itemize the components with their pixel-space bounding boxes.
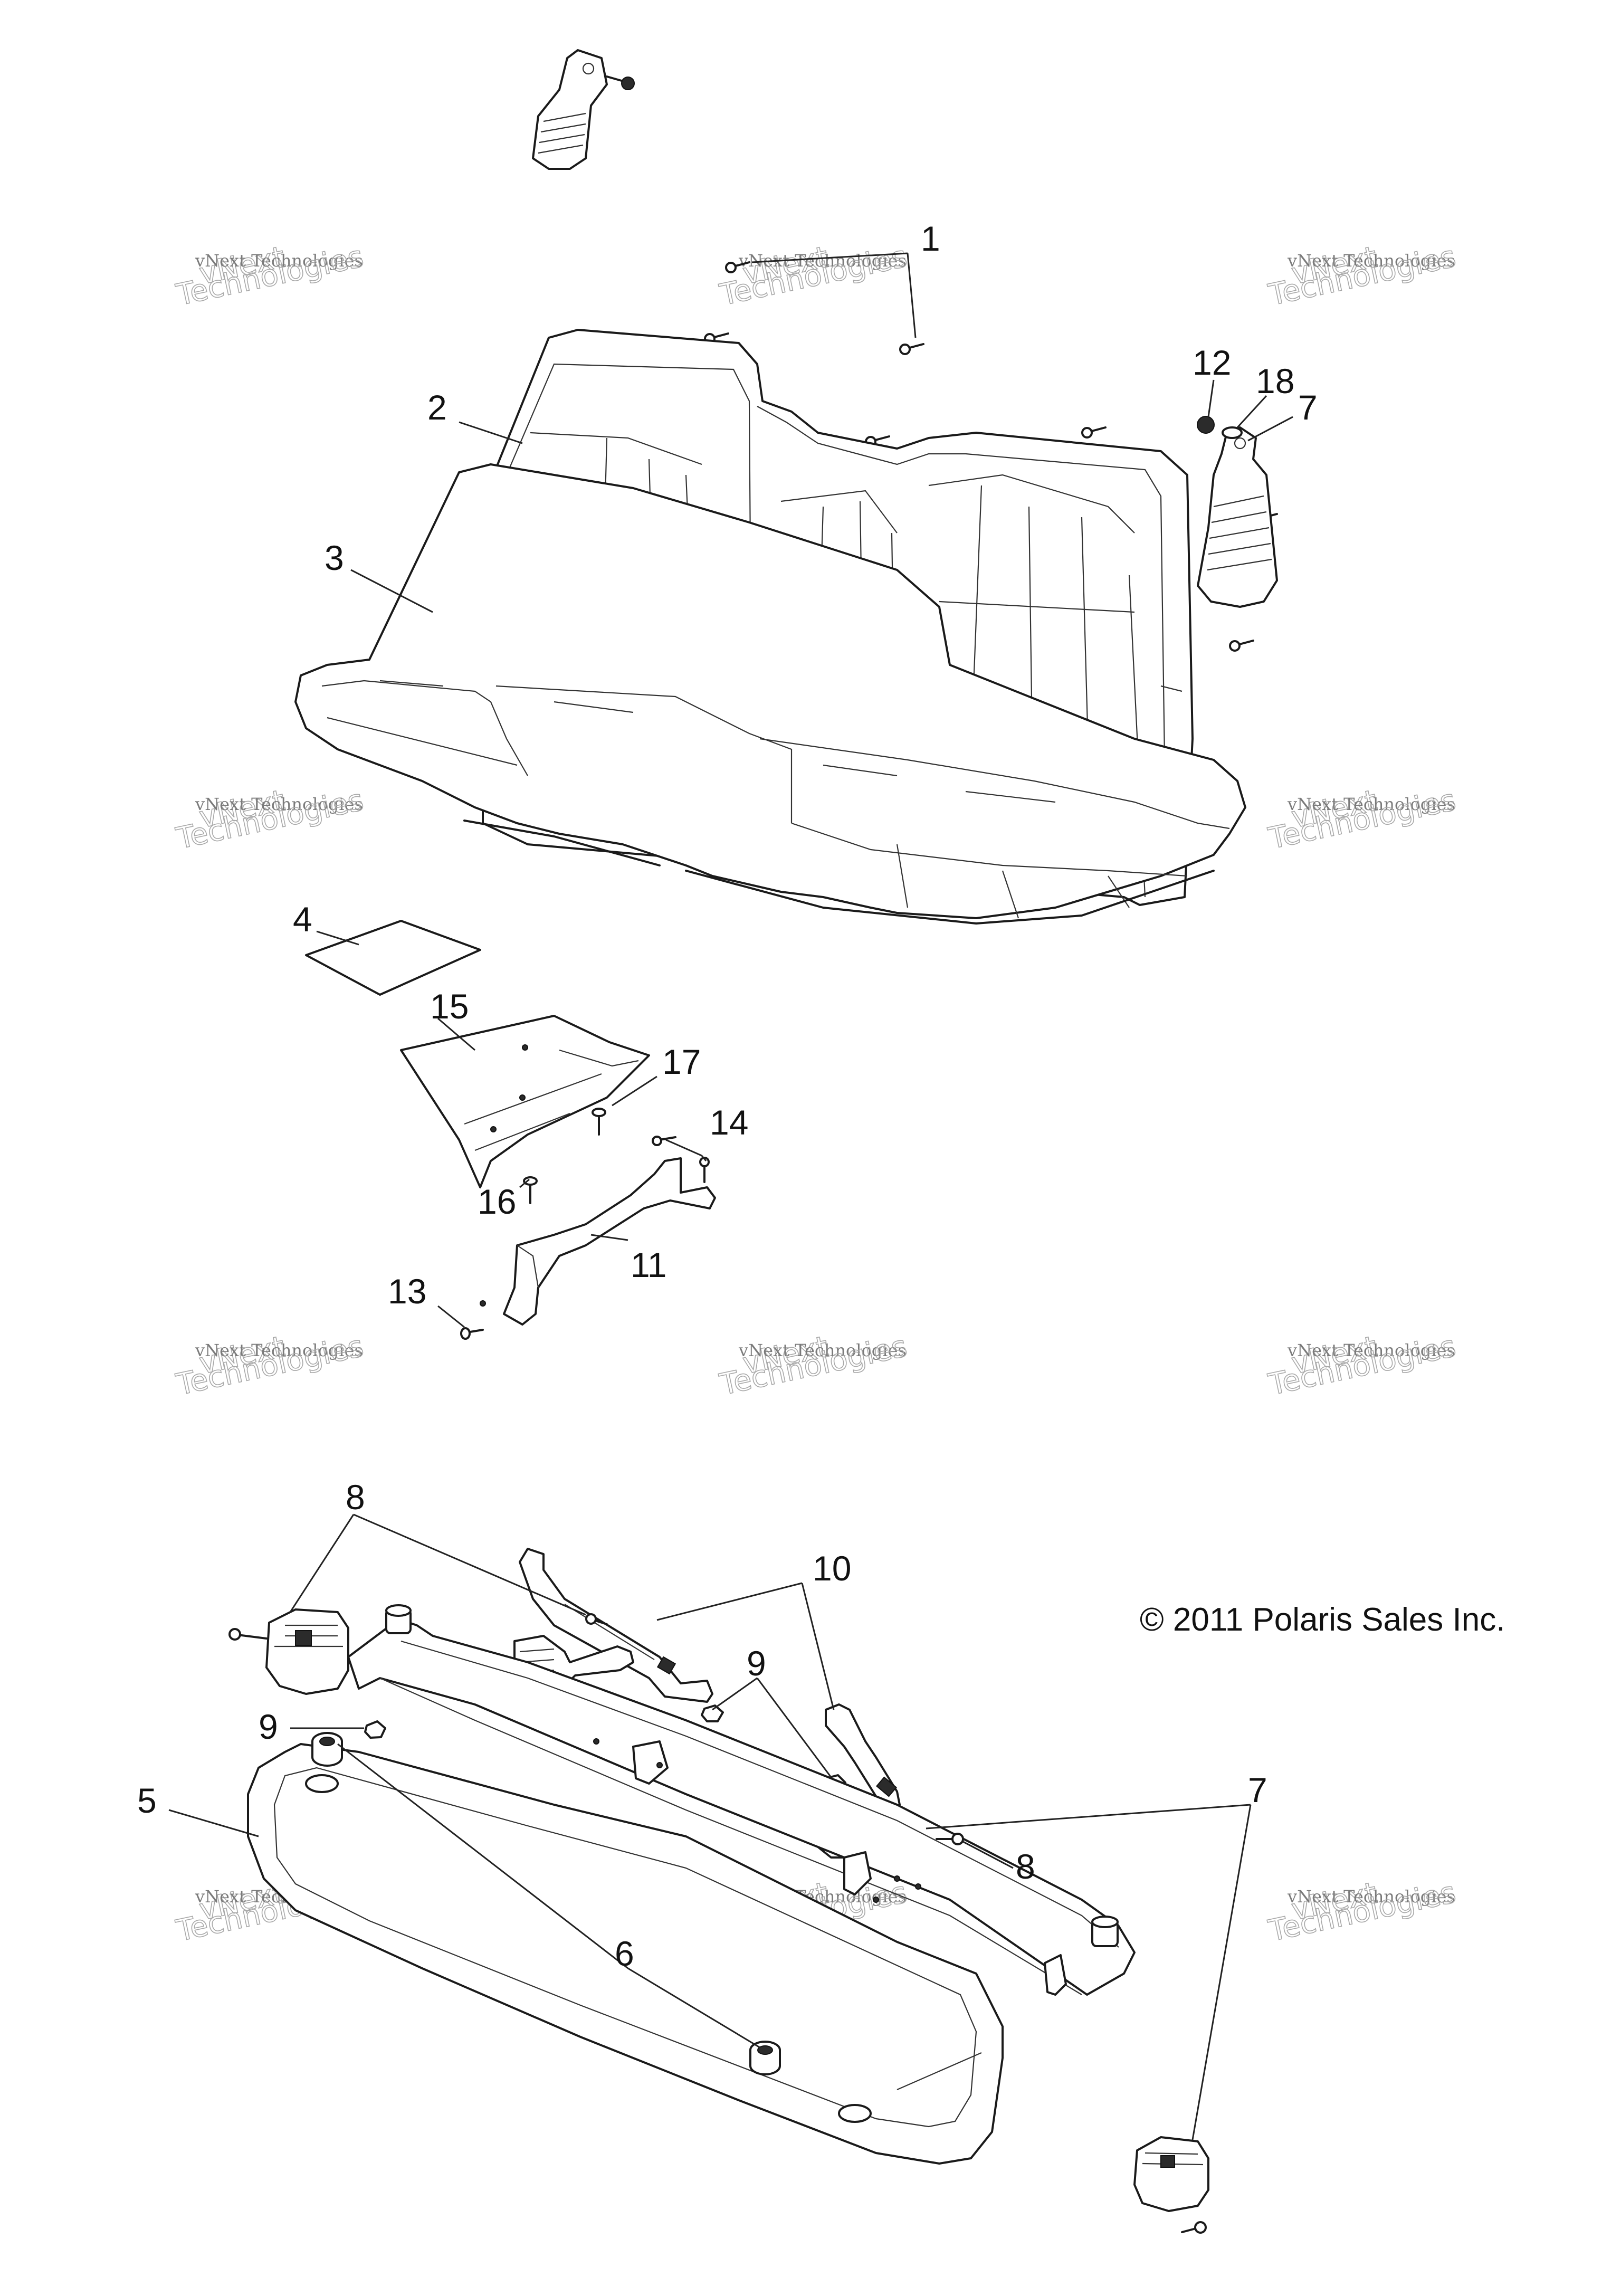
leader-10 xyxy=(656,1582,835,1710)
leader-9b xyxy=(712,1677,832,1778)
retractor-right xyxy=(1133,2136,1209,2212)
callout-9-center: 9 xyxy=(747,1644,766,1683)
copyright-notice: © 2011 Polaris Sales Inc. xyxy=(1140,1602,1505,1638)
watermark: vNext vNext Technologies Technologies xyxy=(1265,239,1459,313)
watermark: vNext vNext Technologies Technologies xyxy=(1265,1875,1459,1949)
seat-bottom xyxy=(294,463,1246,925)
callout-18: 18 xyxy=(1256,361,1294,401)
callout-13: 13 xyxy=(388,1272,426,1311)
callout-11: 11 xyxy=(631,1245,667,1284)
watermark-text: vNext Technologies xyxy=(1287,1340,1455,1360)
watermark: vNext vNext Technologies Technologies xyxy=(173,783,367,856)
screw xyxy=(725,261,750,273)
washer-18 xyxy=(1222,426,1243,439)
watermark-text: vNext Technologies xyxy=(1287,251,1455,271)
nut-9-center xyxy=(701,1704,724,1722)
watermark-text: vNext Technologies xyxy=(195,1340,363,1360)
bolt-8-left xyxy=(228,1628,268,1641)
seat-frame-crossbar xyxy=(347,1604,1136,1996)
screw-14b xyxy=(699,1157,710,1183)
retractor-left xyxy=(265,1608,349,1695)
leader-7a xyxy=(1247,416,1293,442)
leader-3 xyxy=(350,569,433,613)
callout-7-lower: 7 xyxy=(1248,1770,1267,1809)
nut-9-left xyxy=(364,1720,386,1739)
callout-4: 4 xyxy=(293,900,312,939)
screw xyxy=(1229,640,1254,652)
watermark-text: vNext Technologies xyxy=(1287,1887,1455,1907)
watermark: vNext vNext Technologies Technologies xyxy=(1265,1329,1459,1403)
callout-7-upper: 7 xyxy=(1298,388,1318,427)
decal-sheet xyxy=(305,920,481,996)
callout-3: 3 xyxy=(325,538,344,577)
leader-17 xyxy=(612,1075,657,1107)
leader-16 xyxy=(519,1178,530,1188)
hole-left xyxy=(305,1774,339,1793)
screw xyxy=(1081,426,1107,439)
grommet-right xyxy=(749,2041,781,2075)
screw-13 xyxy=(460,1327,484,1340)
screw xyxy=(899,343,924,355)
callout-1: 1 xyxy=(921,219,940,258)
bumper-upper-right xyxy=(1197,416,1278,608)
watermark-text: vNext Technologies xyxy=(738,1340,907,1360)
callout-5: 5 xyxy=(137,1781,157,1820)
leader-4 xyxy=(316,930,359,946)
callout-6: 6 xyxy=(615,1934,634,1973)
watermark: vNext vNext Technologies Technologies xyxy=(716,239,910,313)
bolt-8-right xyxy=(936,1833,964,1845)
watermark: vNext vNext Technologies Technologies xyxy=(716,1329,910,1403)
callout-8-lower: 8 xyxy=(1016,1847,1035,1886)
screw-16 xyxy=(523,1176,538,1204)
callout-8-upper: 8 xyxy=(346,1478,365,1517)
screw-14a xyxy=(652,1136,676,1146)
leader-5 xyxy=(168,1809,259,1837)
watermark-text: vNext Technologies xyxy=(195,251,363,271)
leader-6 xyxy=(337,1743,760,2049)
leader-7b xyxy=(926,1804,1252,2140)
leader-12 xyxy=(1207,379,1215,417)
seat-bracket xyxy=(480,1157,716,1326)
leader-15 xyxy=(437,1017,475,1051)
screw-17 xyxy=(592,1108,606,1136)
leader-lines xyxy=(168,252,1293,2140)
hole-right xyxy=(838,2104,872,2123)
leader-11 xyxy=(590,1234,628,1241)
leader-8b xyxy=(962,1841,1014,1869)
bolt-12 xyxy=(1197,416,1215,434)
bracket-cover xyxy=(400,1015,650,1188)
callout-16: 16 xyxy=(478,1182,516,1221)
watermark-text: vNext Technologies xyxy=(1287,794,1455,814)
grommet-left xyxy=(311,1732,343,1767)
leader-13 xyxy=(437,1305,465,1328)
callout-17: 17 xyxy=(662,1042,701,1081)
leader-1 xyxy=(751,252,917,338)
watermark: vNext vNext Technologies Technologies xyxy=(1265,783,1459,856)
watermark: vNext vNext Technologies Technologies xyxy=(173,239,367,313)
bolt-8-left-belt xyxy=(585,1613,608,1625)
callout-12: 12 xyxy=(1193,343,1231,382)
callout-2: 2 xyxy=(427,388,447,427)
leader-14 xyxy=(665,1139,707,1161)
callouts: 1 2 3 4 5 6 7 7 8 8 9 9 10 11 12 13 14 1… xyxy=(137,219,1318,1973)
callout-14: 14 xyxy=(710,1103,748,1142)
leader-18 xyxy=(1236,395,1267,428)
floor-pan xyxy=(247,1743,1004,2165)
callout-10: 10 xyxy=(813,1549,851,1588)
watermark: vNext vNext Technologies Technologies xyxy=(173,1329,367,1403)
leader-2 xyxy=(459,421,523,444)
leader-8a xyxy=(289,1513,586,1616)
callout-9-left: 9 xyxy=(259,1707,278,1746)
callout-15: 15 xyxy=(430,987,469,1026)
watermark-text: vNext Technologies xyxy=(195,794,363,814)
bolt-8-bottom xyxy=(1181,2221,1207,2234)
bumper-top xyxy=(532,49,635,170)
